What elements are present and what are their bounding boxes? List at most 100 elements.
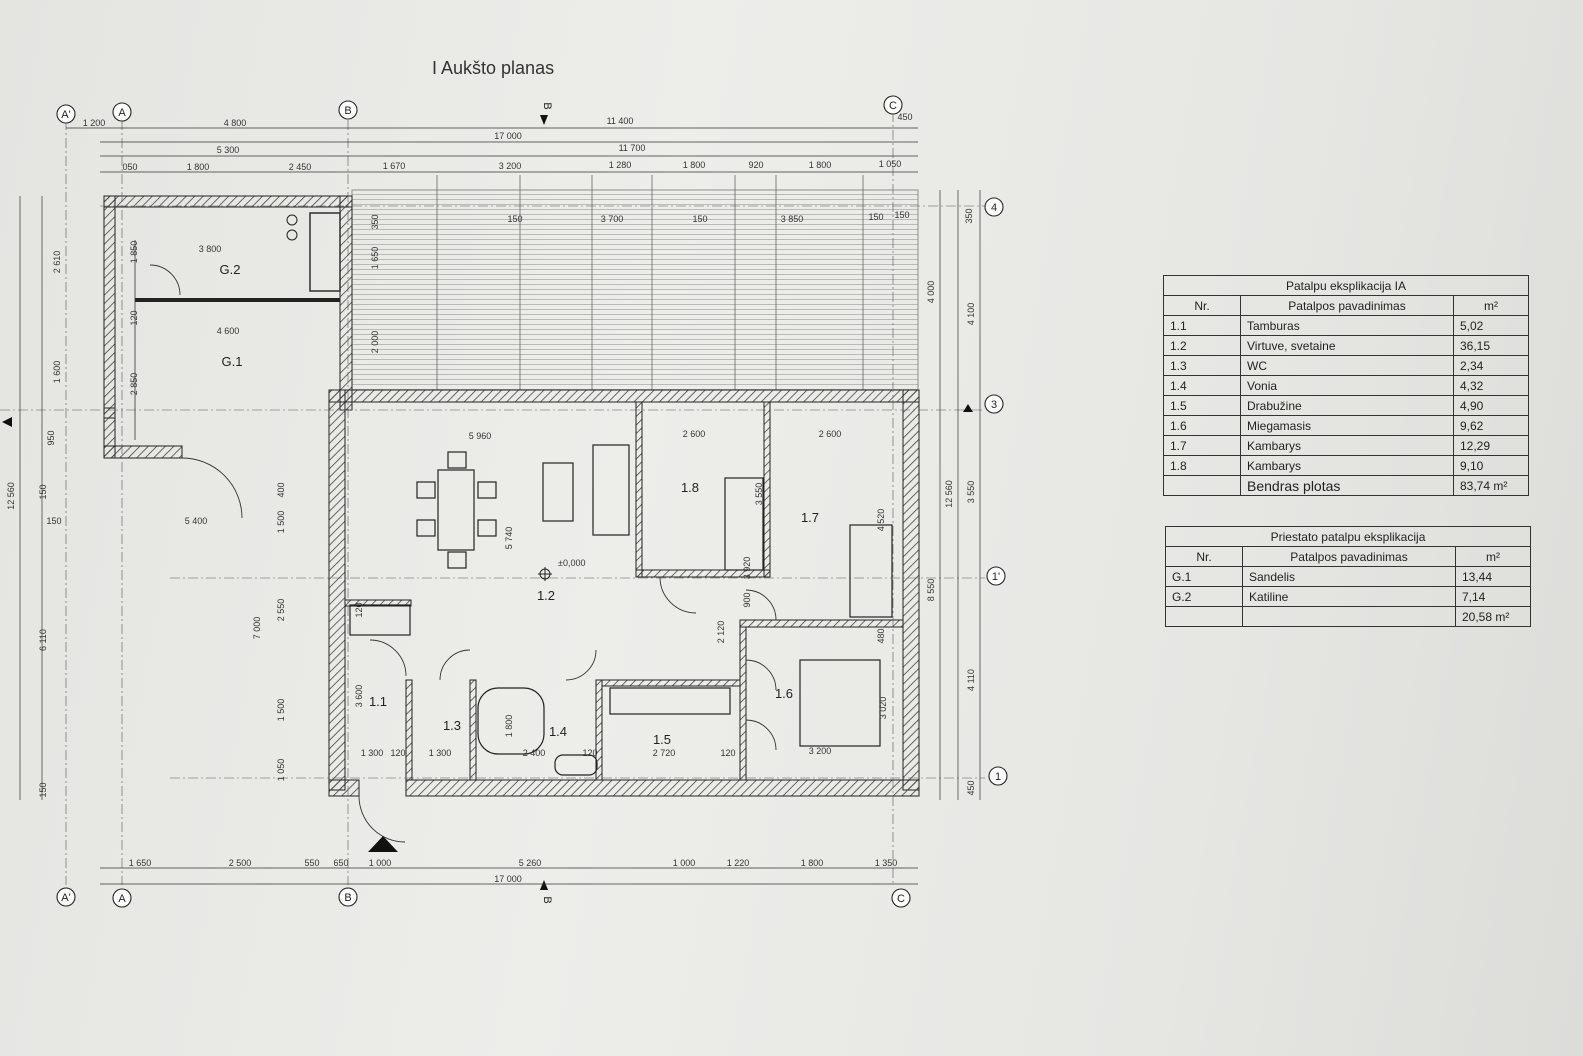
- dim-bot1-i: 1 800: [801, 858, 824, 868]
- dim-top1-b: 4 800: [224, 118, 247, 128]
- table1-cell-name: WC: [1240, 355, 1454, 376]
- table2-cell-area: 13,44: [1455, 566, 1531, 587]
- table2-total-empty-1: [1165, 606, 1243, 627]
- dim-inner-3: 120: [129, 310, 139, 325]
- dim-inner-8: 2 600: [819, 429, 842, 439]
- dim-inner-23: 1 500: [276, 699, 286, 722]
- table2-total-value: 20,58 m²: [1455, 606, 1531, 627]
- dim-inner-27: 120: [390, 748, 405, 758]
- table2-header-area: m²: [1455, 546, 1531, 567]
- table1-total-value: 83,74 m²: [1453, 475, 1529, 496]
- table1-cell-area: 5,02: [1453, 315, 1529, 336]
- table1-cell-nr: 1.4: [1163, 375, 1241, 396]
- table1-cell-area: 12,29: [1453, 435, 1529, 456]
- axis-label-a-prime-top: A': [61, 109, 70, 121]
- dim-top4-c: 2 450: [289, 162, 312, 172]
- table1-cell-nr: 1.1: [1163, 315, 1241, 336]
- axis-label-a-top: A: [118, 107, 126, 119]
- dims-inner: 3 800 4 600 1 850 120 2 850 5 960 5 740 …: [46, 210, 910, 781]
- table2-cell-name: Sandelis: [1242, 566, 1456, 587]
- section-mark-top: B: [541, 102, 553, 109]
- table2-caption: Priestato patalpu eksplikacija: [1165, 526, 1531, 547]
- dims-right: 350 4 000 4 100 12 560 3 550 8 550 4 110…: [926, 208, 976, 795]
- dim-left-a: 2 610: [52, 251, 62, 274]
- table1-header-area: m²: [1453, 295, 1529, 316]
- room-label-1-8: 1.8: [681, 480, 699, 495]
- dim-bot1-j: 1 350: [875, 858, 898, 868]
- dim-inner-4: 2 850: [129, 373, 139, 396]
- table1-cell-area: 4,32: [1453, 375, 1529, 396]
- room-label-1-3: 1.3: [443, 718, 461, 733]
- axis-label-b-top: B: [344, 105, 351, 117]
- axis-label-b-bottom: B: [344, 892, 351, 904]
- room-label-1-7: 1.7: [801, 510, 819, 525]
- table1-header-name: Patalpos pavadinimas: [1240, 295, 1454, 316]
- table1-cell-name: Tamburas: [1240, 315, 1454, 336]
- axis-bubbles: [56, 95, 1008, 908]
- dim-left-g: 150: [38, 782, 48, 797]
- dim-inner-16: 2 000: [370, 331, 380, 354]
- dim-inner-18: 5 400: [185, 516, 208, 526]
- table1-cell-nr: 1.7: [1163, 435, 1241, 456]
- dim-inner-10: 3 850: [781, 214, 804, 224]
- dim-inner-28: 1 300: [429, 748, 452, 758]
- room-label-1-2: 1.2: [537, 588, 555, 603]
- table1-cell-name: Virtuve, svetaine: [1240, 335, 1454, 356]
- dim-right-h: 450: [966, 780, 976, 795]
- level-mark-text: ±0,000: [558, 558, 585, 568]
- room-label-g2: G.2: [220, 262, 241, 277]
- dim-bot1-f: 5 260: [519, 858, 542, 868]
- room-label-1-5: 1.5: [653, 732, 671, 747]
- dim-top1-c: 11 400: [607, 116, 634, 126]
- section-arrows: [2, 115, 973, 890]
- dim-inner-30: 2 400: [523, 748, 546, 758]
- dim-top4-d: 1 670: [383, 161, 406, 171]
- dim-inner-35: 2 120: [716, 621, 726, 644]
- terrace-joists: [436, 175, 864, 390]
- dim-inner-13: 150: [868, 212, 883, 222]
- dim-inner-20: 1 500: [276, 511, 286, 534]
- dim-right-f: 8 550: [926, 579, 936, 602]
- dim-inner-41: 3 020: [878, 697, 888, 720]
- annex-schedule-table: Priestato patalpu eksplikacija Nr. Patal…: [1165, 526, 1531, 627]
- table1-cell-area: 9,62: [1453, 415, 1529, 436]
- table2-cell-nr: G.1: [1165, 566, 1243, 587]
- section-mark-bottom: B: [541, 896, 553, 903]
- axis-label-c-top: C: [889, 100, 897, 112]
- dim-bot1-b: 2 500: [229, 858, 252, 868]
- dim-inner-19: 400: [276, 482, 286, 497]
- dim-top4-j: 1 050: [879, 159, 902, 169]
- dim-top4-i: 1 800: [809, 160, 832, 170]
- dim-inner-21: 2 550: [276, 599, 286, 622]
- room-label-g1: G.1: [222, 354, 243, 369]
- axis-label-a-bottom: A: [118, 893, 126, 905]
- dim-inner-32: 2 720: [653, 748, 676, 758]
- table1-cell-name: Kambarys: [1240, 435, 1454, 456]
- dim-top1-d: 450: [897, 112, 912, 122]
- dim-inner-26: 1 300: [361, 748, 384, 758]
- dim-bot1-e: 1 000: [369, 858, 392, 868]
- dims-top: 1 200 4 800 11 400 450 17 000 5 300 11 7…: [83, 112, 913, 172]
- table1-total-row: Bendras plotas 83,74 m²: [1163, 475, 1529, 496]
- table1-cell-area: 9,10: [1453, 455, 1529, 476]
- furniture: [349, 444, 893, 776]
- dim-inner-36: 900: [742, 592, 752, 607]
- dim-right-c: 4 100: [966, 303, 976, 326]
- dim-top1-a: 1 200: [83, 118, 106, 128]
- axis-label-4: 4: [991, 202, 997, 214]
- dim-top4-e: 3 200: [499, 161, 522, 171]
- dim-inner-24: 3 600: [354, 685, 364, 708]
- dim-inner-6: 5 740: [504, 527, 514, 550]
- dim-inner-11: 150: [507, 214, 522, 224]
- room-schedule-table: Patalpu eksplikacija IA Nr. Patalpos pav…: [1163, 275, 1529, 496]
- table1-cell-nr: 1.6: [1163, 415, 1241, 436]
- dim-bot2-a: 17 000: [494, 874, 522, 884]
- table1-caption: Patalpu eksplikacija IA: [1163, 275, 1529, 296]
- dim-inner-15: 1 650: [370, 247, 380, 270]
